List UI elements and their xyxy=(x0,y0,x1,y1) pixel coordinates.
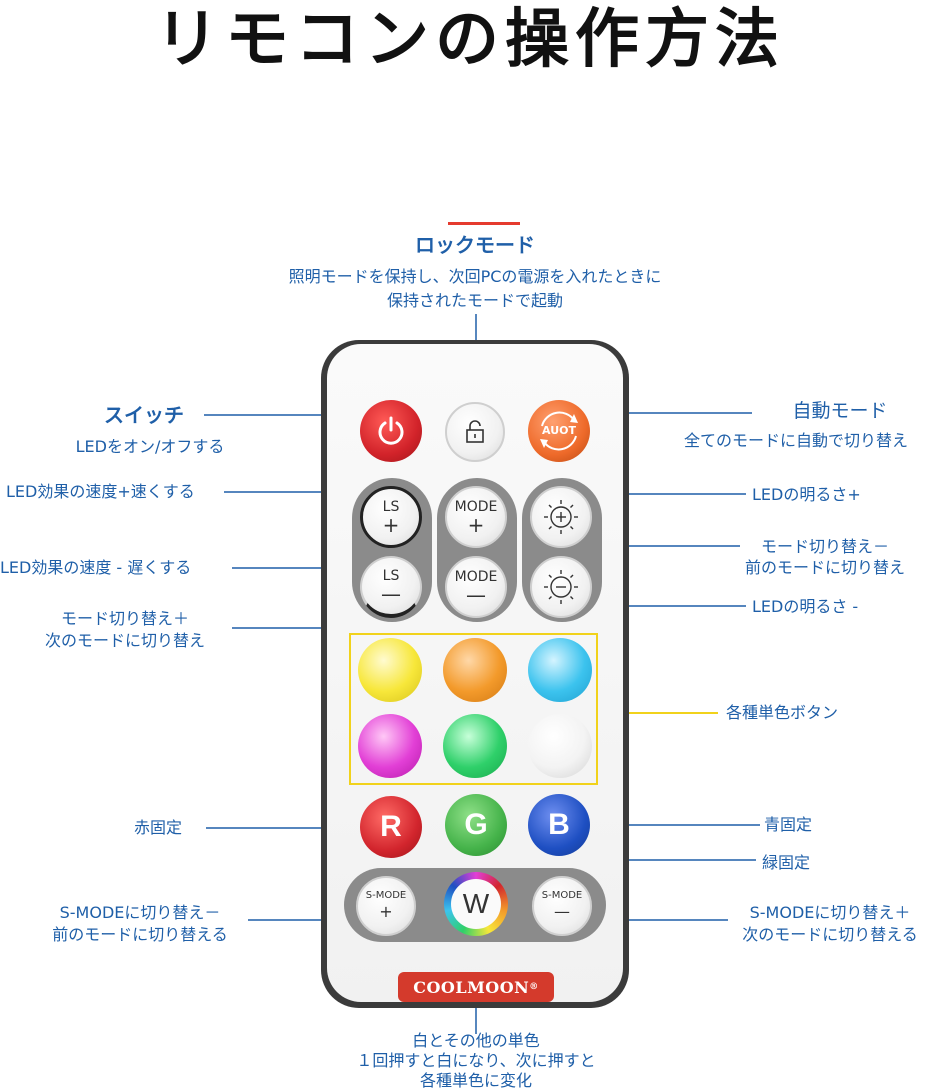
auto-mode-title: 自動モード xyxy=(792,400,888,422)
ls-plus-button[interactable]: LS + xyxy=(360,486,422,548)
page-title: リモコンの操作方法 xyxy=(155,3,785,77)
speed-up-label: LED効果の速度+速くする xyxy=(6,482,195,501)
ls-minus-button[interactable]: LS — xyxy=(360,556,422,618)
cyan-button[interactable] xyxy=(528,638,592,702)
green-fixed-button[interactable]: G xyxy=(445,794,507,856)
orange-button[interactable] xyxy=(443,638,507,702)
auto-button-label: AUOT xyxy=(542,424,576,437)
w-desc-3: 各種単色に変化 xyxy=(419,1071,532,1090)
green-ball-button[interactable] xyxy=(443,714,507,778)
white-ball-button[interactable] xyxy=(528,714,592,778)
lock-mode-desc-2: 保持されたモードで起動 xyxy=(386,291,563,310)
ls-minus-text: LS xyxy=(382,568,400,584)
sun-plus-icon xyxy=(544,500,578,534)
single-colors-label: 各種単色ボタン xyxy=(726,703,839,722)
single-color-highlight xyxy=(349,633,598,785)
auto-cycle-icon xyxy=(540,411,578,451)
mode-plus-label-2: 次のモードに切り替え xyxy=(44,631,205,650)
ls-plus-text: LS xyxy=(382,499,400,515)
switch-desc: LEDをオン/オフする xyxy=(75,437,225,456)
white-cycle-button[interactable]: W xyxy=(444,872,508,936)
smode-minus-sign: — xyxy=(554,902,570,921)
mode-minus-label-1: モード切り替え－ xyxy=(760,537,889,556)
magenta-button[interactable] xyxy=(358,714,422,778)
smode-plus-label-2: 次のモードに切り替える xyxy=(742,925,918,944)
mode-minus-sign: — xyxy=(466,583,486,607)
lock-icon xyxy=(466,420,484,443)
r-letter: R xyxy=(380,810,402,843)
smode-minus-label-2: 前のモードに切り替える xyxy=(52,925,228,944)
power-icon xyxy=(378,416,404,445)
red-fixed-label: 赤固定 xyxy=(134,818,183,837)
rainbow-ring-icon: W xyxy=(451,879,501,929)
switch-title: スイッチ xyxy=(104,403,184,427)
mode-minus-label-2: 前のモードに切り替え xyxy=(744,558,905,577)
brightness-down-button[interactable] xyxy=(530,556,592,618)
speed-down-label: LED効果の速度 - 遅くする xyxy=(0,558,192,577)
brightness-up-label: LEDの明るさ+ xyxy=(752,485,861,504)
mode-plus-button[interactable]: MODE + xyxy=(445,486,507,548)
auto-mode-desc: 全てのモードに自動で切り替え xyxy=(684,431,909,450)
ls-minus-sign: — xyxy=(381,582,401,606)
blue-fixed-label: 青固定 xyxy=(764,815,813,834)
smode-plus-text: S-MODE xyxy=(365,890,407,901)
mode-plus-text: MODE xyxy=(454,499,498,515)
auto-button[interactable]: AUOT xyxy=(528,400,590,462)
sun-minus-icon xyxy=(544,570,578,604)
brand-text: COOLMOON xyxy=(413,977,530,997)
mode-plus-sign: + xyxy=(467,513,485,537)
smode-plus-sign: + xyxy=(379,902,393,921)
brand-logo: COOLMOON® xyxy=(398,972,554,1002)
smode-plus-label-1: S-MODEに切り替え＋ xyxy=(749,903,911,922)
lock-accent-bar xyxy=(448,222,520,225)
mode-minus-text: MODE xyxy=(454,569,498,585)
brightness-up-button[interactable] xyxy=(530,486,592,548)
b-letter: B xyxy=(548,808,570,841)
red-fixed-button[interactable]: R xyxy=(360,796,422,858)
smode-minus-label-1: S-MODEに切り替え－ xyxy=(59,903,221,922)
smode-minus-text: S-MODE xyxy=(541,890,583,901)
green-fixed-label: 緑固定 xyxy=(762,853,811,872)
mode-minus-button[interactable]: MODE — xyxy=(445,556,507,618)
w-letter: W xyxy=(462,888,490,919)
smode-plus-button[interactable]: S-MODE + xyxy=(356,876,416,936)
w-desc-1: 白とその他の単色 xyxy=(412,1031,540,1050)
w-desc-2: １回押すと白になり、次に押すと xyxy=(356,1051,596,1070)
brand-mark: ® xyxy=(529,982,539,992)
lock-mode-title: ロックモード xyxy=(415,233,535,257)
lock-button[interactable] xyxy=(445,402,505,462)
power-button[interactable] xyxy=(360,400,422,462)
g-letter: G xyxy=(464,808,488,841)
brightness-down-label: LEDの明るさ - xyxy=(752,597,859,616)
smode-minus-button[interactable]: S-MODE — xyxy=(532,876,592,936)
lock-mode-desc-1: 照明モードを保持し、次回PCの電源を入れたときに xyxy=(288,267,662,286)
yellow-button[interactable] xyxy=(358,638,422,702)
blue-fixed-button[interactable]: B xyxy=(528,794,590,856)
mode-plus-label-1: モード切り替え＋ xyxy=(60,609,189,628)
ls-plus-sign: + xyxy=(382,513,400,537)
